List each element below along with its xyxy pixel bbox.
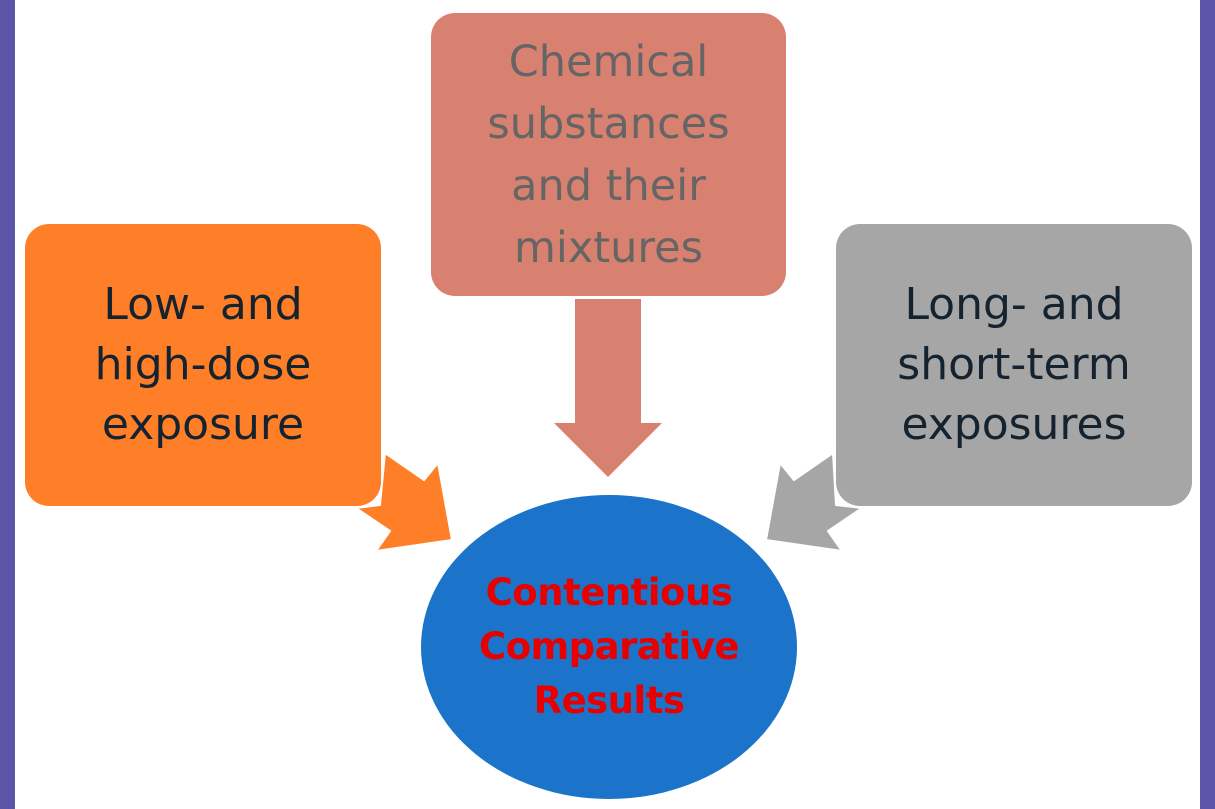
- box-term-exposures: Long- and short-term exposures: [836, 224, 1192, 506]
- box-left-line: Low- and: [103, 279, 303, 330]
- left-frame-bar: [0, 0, 15, 809]
- arrow-left-to-center: [353, 451, 454, 553]
- box-chemical-substances: Chemical substances and their mixtures: [431, 13, 786, 296]
- right-frame-bar: [1200, 0, 1215, 809]
- box-right-line: exposures: [901, 399, 1127, 450]
- center-line: Comparative: [479, 625, 739, 668]
- box-top-line: Chemical: [508, 36, 709, 87]
- box-top-line: substances: [487, 98, 730, 149]
- box-left-line: exposure: [101, 399, 305, 450]
- box-right-line: short-term: [897, 339, 1131, 390]
- box-right-line: Long- and: [904, 279, 1124, 330]
- box-top-line: mixtures: [514, 222, 703, 273]
- arrow-top-to-center: [554, 299, 662, 477]
- center-ellipse: [421, 495, 797, 799]
- center-result-label: Contentious Comparative Results: [421, 566, 797, 728]
- box-dose-exposure: Low- and high-dose exposure: [25, 224, 381, 506]
- arrow-right-to-center: [764, 451, 865, 553]
- center-line: Contentious: [485, 571, 733, 614]
- center-line: Results: [533, 679, 685, 722]
- box-top-line: and their: [511, 160, 706, 211]
- box-left-line: high-dose: [94, 339, 312, 390]
